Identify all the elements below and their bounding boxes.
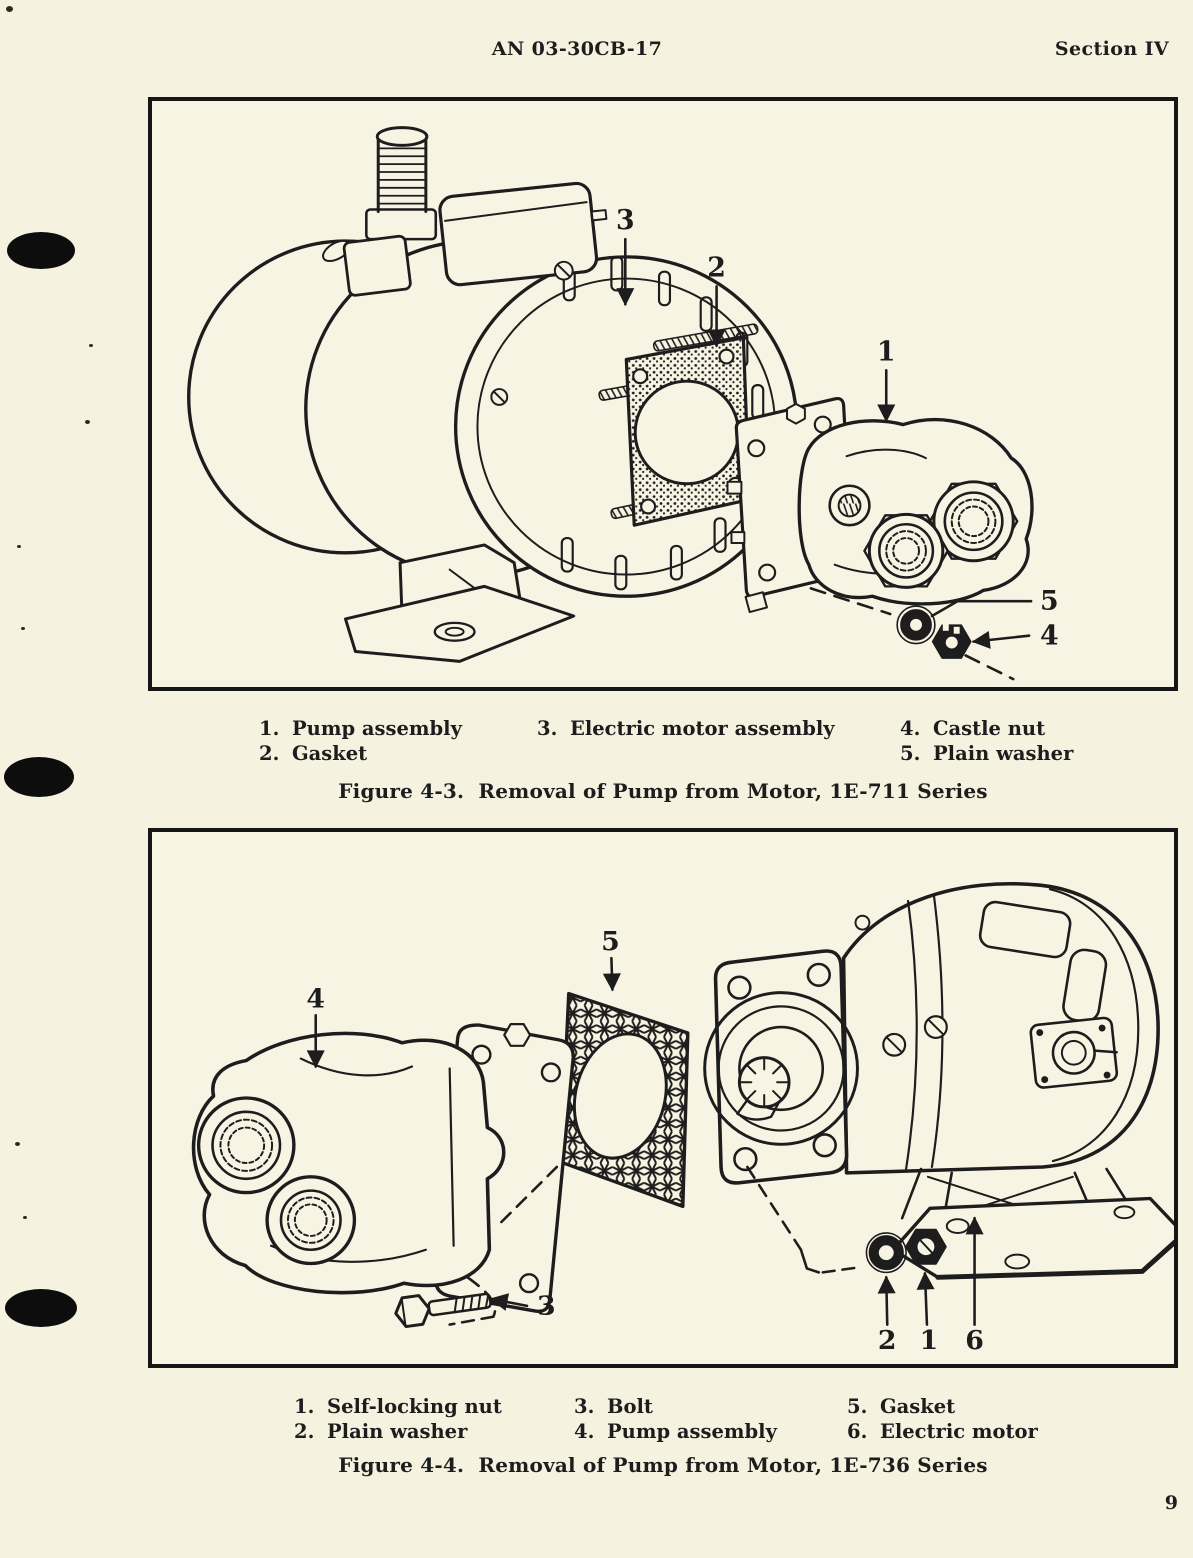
pump-assembly-drawing [726, 396, 1034, 614]
callout-leader-3 [489, 1293, 529, 1311]
legend-num: 1. [294, 1395, 315, 1418]
figure-4-3-legend-col1: 1. Pump assembly 2. Gasket [259, 716, 462, 766]
callout-3: 3 [616, 205, 635, 236]
legend-label: Plain washer [327, 1420, 468, 1443]
figure-4-4-legend-col1: 1. Self-locking nut 2. Plain washer [294, 1394, 502, 1444]
callout-1: 1 [920, 1325, 939, 1356]
figure-4-3-legend-col3: 4. Castle nut 5. Plain washer [900, 716, 1073, 766]
figure-4-4-caption: Figure 4-4. Removal of Pump from Motor, … [338, 1453, 988, 1477]
legend-num: 4. [574, 1420, 595, 1443]
binder-hole [4, 757, 74, 797]
section-label: Section IV [1054, 38, 1169, 60]
legend-num: 3. [537, 717, 558, 740]
pump-assembly-drawing [191, 1023, 575, 1313]
legend-num: 2. [294, 1420, 315, 1443]
figure-4-4-legend-col2: 3. Bolt 4. Pump assembly [574, 1394, 777, 1444]
electric-motor-assembly-drawing [187, 126, 799, 663]
binder-hole [7, 232, 75, 269]
electric-motor-drawing [703, 881, 1174, 1280]
legend-num: 4. [900, 717, 921, 740]
figure-4-3-box: 3 2 1 5 4 [148, 97, 1178, 691]
legend-num: 3. [574, 1395, 595, 1418]
legend-label: Electric motor [880, 1420, 1038, 1443]
callout-4: 4 [306, 983, 325, 1014]
callout-3: 3 [537, 1291, 556, 1322]
gasket-drawing [624, 336, 837, 527]
dust-speck [85, 420, 90, 424]
gasket-drawing [559, 991, 690, 1209]
callout-leader-5 [930, 599, 1033, 618]
callout-leader-2 [877, 1275, 896, 1326]
legend-num: 5. [900, 742, 921, 765]
legend-label: Gasket [880, 1395, 956, 1418]
figure-4-4-callouts: 4 5 3 2 1 6 [306, 926, 983, 1356]
castle-nut-drawing [931, 623, 972, 659]
callout-4: 4 [1040, 621, 1059, 652]
callout-leader-1 [916, 1271, 935, 1326]
dust-speck [23, 1216, 27, 1219]
binder-hole [5, 1289, 77, 1327]
legend-label: Pump assembly [292, 717, 462, 740]
legend-label: Pump assembly [607, 1420, 777, 1443]
legend-label: Electric motor assembly [570, 717, 835, 740]
legend-label: Self-locking nut [327, 1395, 502, 1418]
figure-4-3-caption: Figure 4-3. Removal of Pump from Motor, … [338, 779, 988, 803]
figure-4-4-box: 4 5 3 2 1 6 [148, 828, 1178, 1368]
callout-1: 1 [877, 337, 896, 368]
callout-5: 5 [601, 926, 620, 957]
dust-speck [21, 627, 25, 630]
dust-speck [15, 1142, 20, 1146]
figure-4-4-legend-col3: 5. Gasket 6. Electric motor [847, 1394, 1038, 1444]
callout-2: 2 [707, 253, 726, 284]
self-locking-nut-drawing [905, 1228, 947, 1265]
figure-4-3-diagram: 3 2 1 5 4 [187, 126, 1059, 681]
callout-leader-4 [971, 630, 1031, 649]
plain-washer-drawing [896, 605, 936, 645]
dust-speck [17, 545, 21, 548]
callout-6: 6 [965, 1325, 984, 1356]
legend-num: 6. [847, 1420, 868, 1443]
legend-label: Castle nut [933, 717, 1046, 740]
document-number: AN 03-30CB-17 [491, 38, 663, 60]
callout-5: 5 [1040, 586, 1059, 617]
exploded-view-dash [809, 587, 892, 616]
plain-washer-drawing [865, 1232, 907, 1274]
figure-4-3-legend-col2: 3. Electric motor assembly [537, 716, 835, 741]
dust-speck [89, 344, 93, 347]
legend-num: 5. [847, 1395, 868, 1418]
dust-speck [6, 6, 13, 12]
callout-2: 2 [878, 1325, 897, 1356]
legend-num: 1. [259, 717, 280, 740]
callout-leader-5 [602, 956, 621, 992]
figure-4-3-callouts: 3 2 1 5 4 [616, 205, 1059, 651]
page-number: 9 [1164, 1492, 1178, 1514]
legend-label: Plain washer [933, 742, 1074, 765]
legend-label: Bolt [607, 1395, 653, 1418]
legend-label: Gasket [292, 742, 368, 765]
exploded-view-dash [964, 654, 1015, 681]
figure-4-4-diagram: 4 5 3 2 1 6 [191, 881, 1174, 1356]
legend-num: 2. [259, 742, 280, 765]
